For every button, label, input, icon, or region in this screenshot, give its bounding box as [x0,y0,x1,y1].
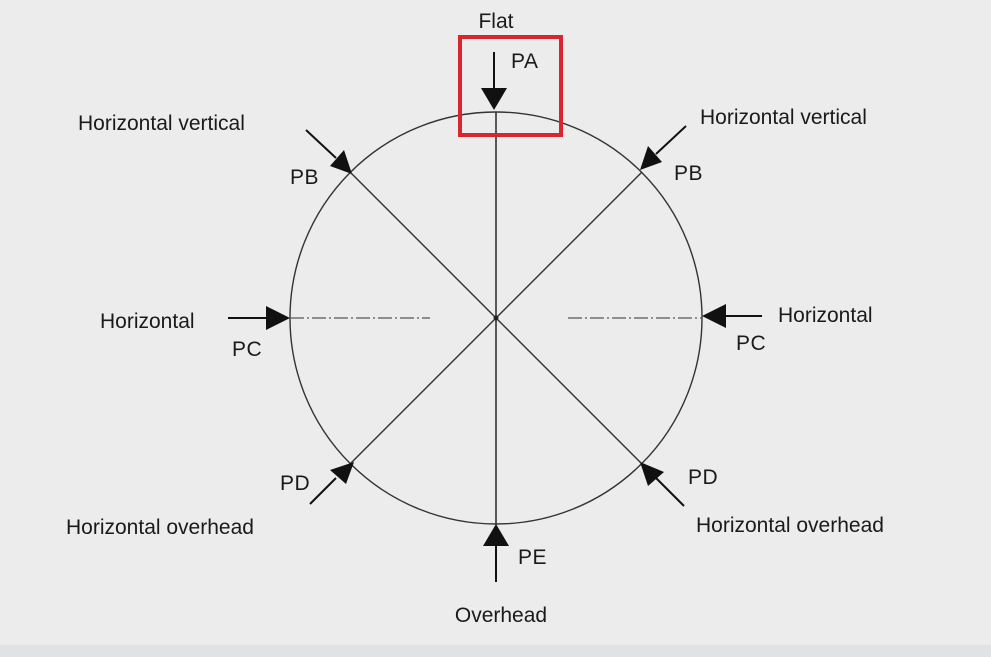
flat-arrow-head [481,88,507,110]
horizontal-vertical-right-code: PB [674,162,703,185]
horizontal-vertical-left-arrow-shaft [305,129,337,159]
horizontal-vertical-right-arrow-head [640,146,662,170]
horizontal-overhead-right-arrow-head [640,462,664,486]
horizontal-overhead-right-label: Horizontal overhead [696,514,884,537]
horizontal-overhead-right-arrow-shaft [655,477,685,507]
horizontal-overhead-left-label: Horizontal overhead [66,516,254,539]
horizontal-right-code: PC [736,332,766,355]
horizontal-left-arrow-head [266,306,290,330]
horizontal-left-code: PC [232,338,262,361]
horizontal-overhead-left-arrow-shaft [309,477,337,505]
horizontal-overhead-left-code: PD [280,472,310,495]
horizontal-right-label: Horizontal [778,304,873,327]
bottom-strip [0,645,991,657]
flat-label: Flat [478,10,513,33]
overhead-arrow-head [483,524,509,546]
horizontal-overhead-right-code: PD [688,466,718,489]
horizontal-vertical-left-arrow-head [330,150,352,174]
horizontal-left-label: Horizontal [100,310,195,333]
horizontal-vertical-left-label: Horizontal vertical [78,112,245,135]
overhead-code: PE [518,546,547,569]
horizontal-vertical-right-label: Horizontal vertical [700,106,867,129]
horizontal-right-arrow-head [702,304,726,328]
overhead-label: Overhead [455,604,547,627]
horizontal-vertical-right-arrow-shaft [655,125,687,155]
horizontal-vertical-left-code: PB [290,166,319,189]
centre-point [493,315,499,321]
flat-code: PA [511,50,538,73]
horizontal-overhead-left-arrow-head [330,462,354,484]
pa-highlight-box [458,35,563,137]
